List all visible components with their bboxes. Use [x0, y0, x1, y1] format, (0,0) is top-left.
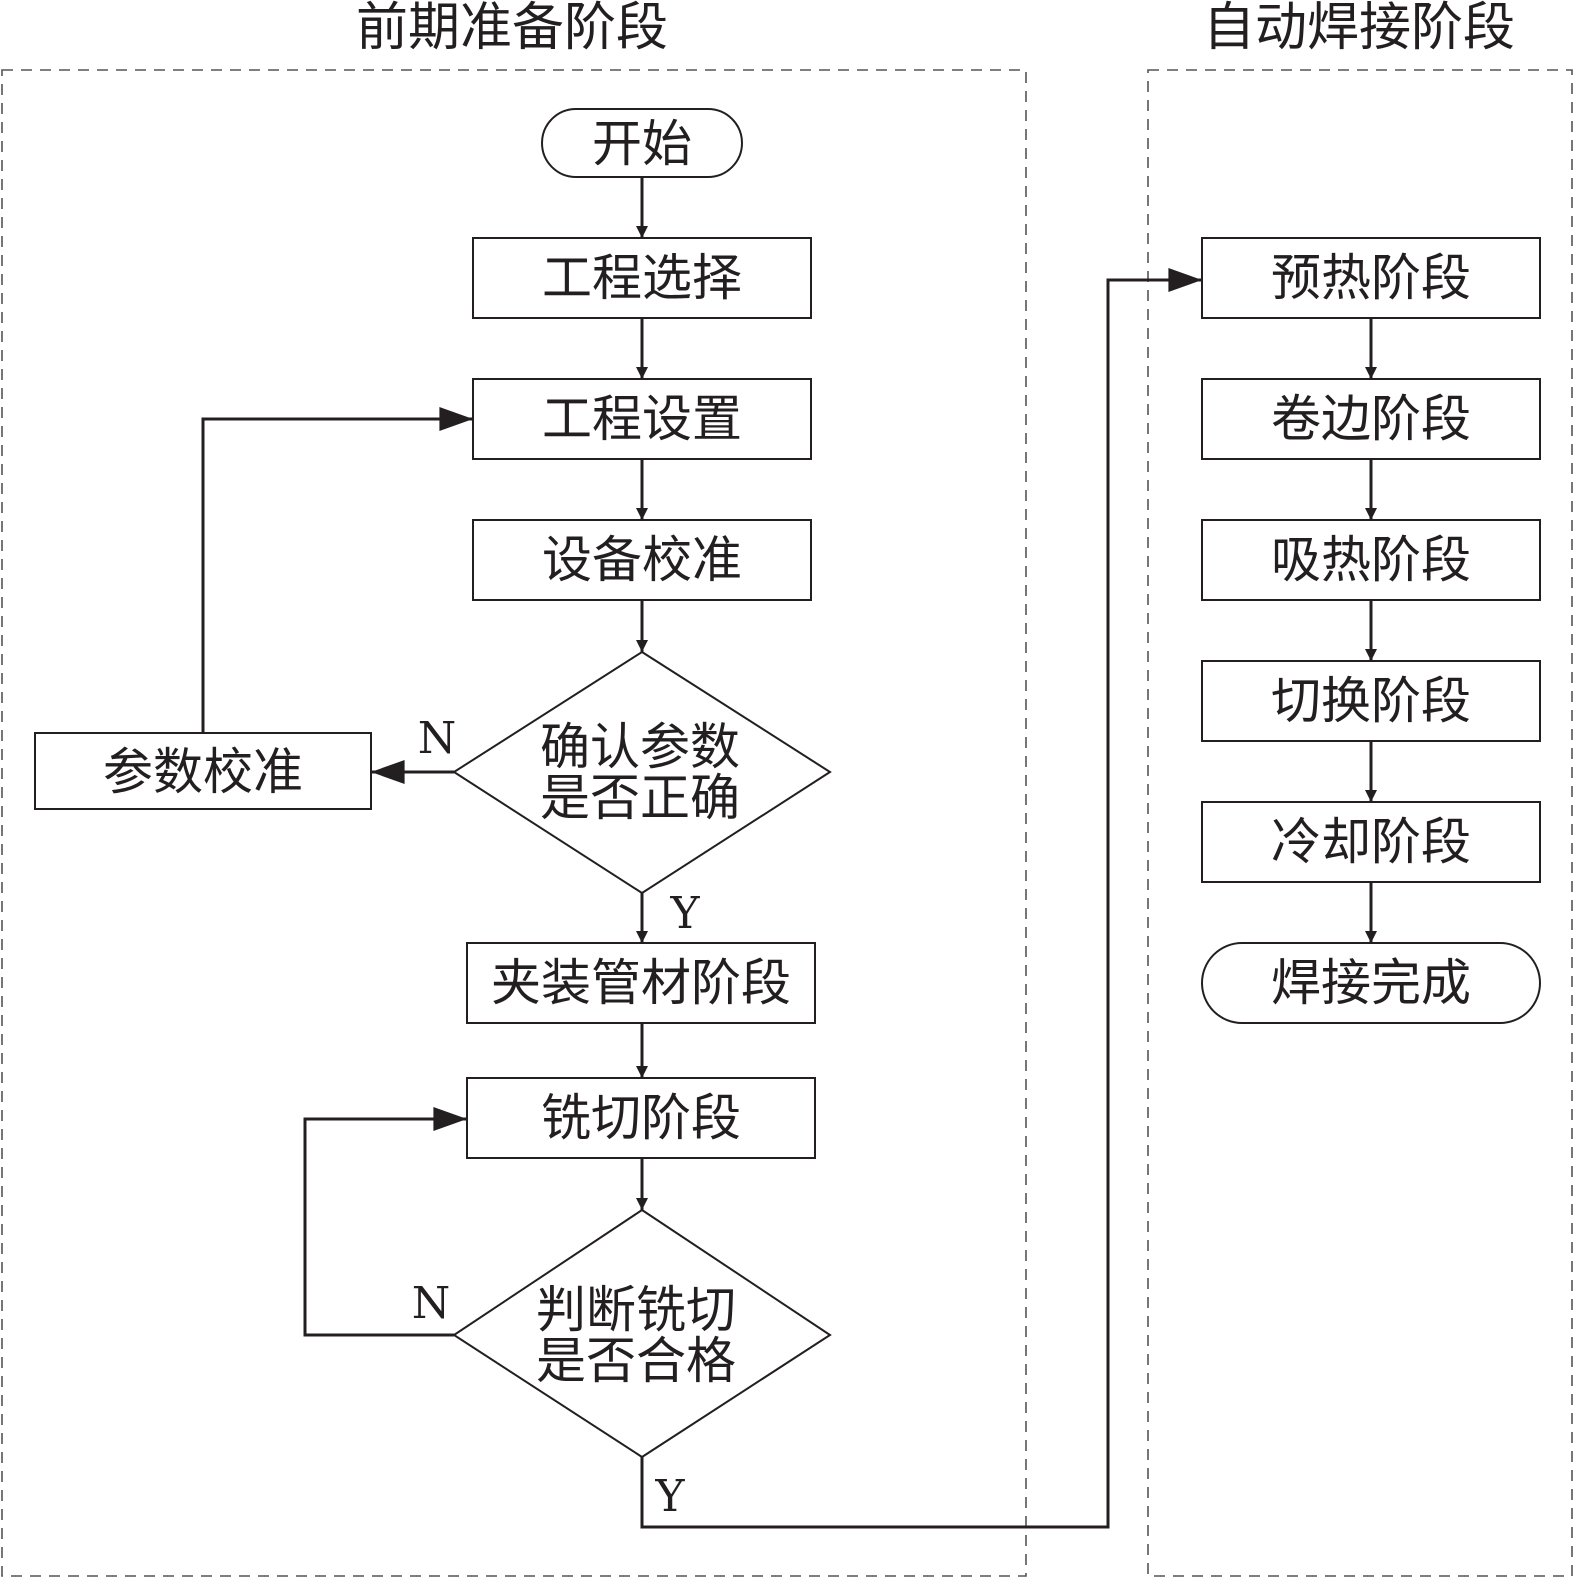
cooling-label: 冷却阶段 [1271, 813, 1471, 871]
clamp-pipe-box [466, 942, 816, 1024]
weld-stage-group [1147, 69, 1573, 1577]
judge-milling-line1: 判断铣切 [536, 1281, 736, 1339]
arrow-judge-yes-to-preheat [640, 268, 1202, 1529]
preheat-label: 预热阶段 [1271, 249, 1471, 307]
judge-no-label: N [412, 1278, 451, 1329]
device-calib-box [472, 519, 812, 601]
confirm-no-label: N [418, 713, 457, 764]
curling-box [1201, 378, 1541, 460]
done-label: 焊接完成 [1271, 954, 1471, 1012]
project-select-label: 工程选择 [542, 249, 742, 307]
confirm-yes-label: Y [669, 888, 700, 939]
start-label: 开始 [592, 115, 692, 173]
preheat-box [1201, 237, 1541, 319]
milling-box [466, 1077, 816, 1159]
arrow-judge-no [303, 1107, 467, 1337]
param-calib-label: 参数校准 [103, 743, 303, 801]
judge-yes-label: Y [654, 1471, 685, 1522]
project-select-box [472, 237, 812, 319]
prep-stage-group [1, 69, 1027, 1577]
project-setup-label: 工程设置 [542, 390, 742, 448]
arrow-paramcalib-to-setup [201, 407, 473, 733]
device-calib-label: 设备校准 [542, 531, 742, 589]
milling-label: 铣切阶段 [541, 1089, 741, 1147]
confirm-params-line1: 确认参数 [540, 718, 740, 776]
weld-stage-title: 自动焊接阶段 [1203, 0, 1515, 58]
confirm-params-line2: 是否正确 [540, 769, 740, 827]
judge-milling-line2: 是否合格 [536, 1332, 736, 1390]
prep-stage-title: 前期准备阶段 [356, 0, 668, 58]
cooling-box [1201, 801, 1541, 883]
clamp-pipe-label: 夹装管材阶段 [491, 954, 791, 1012]
curling-label: 卷边阶段 [1271, 390, 1471, 448]
switch-label: 切换阶段 [1271, 672, 1471, 730]
absorb-label: 吸热阶段 [1271, 531, 1471, 589]
switch-box [1201, 660, 1541, 742]
